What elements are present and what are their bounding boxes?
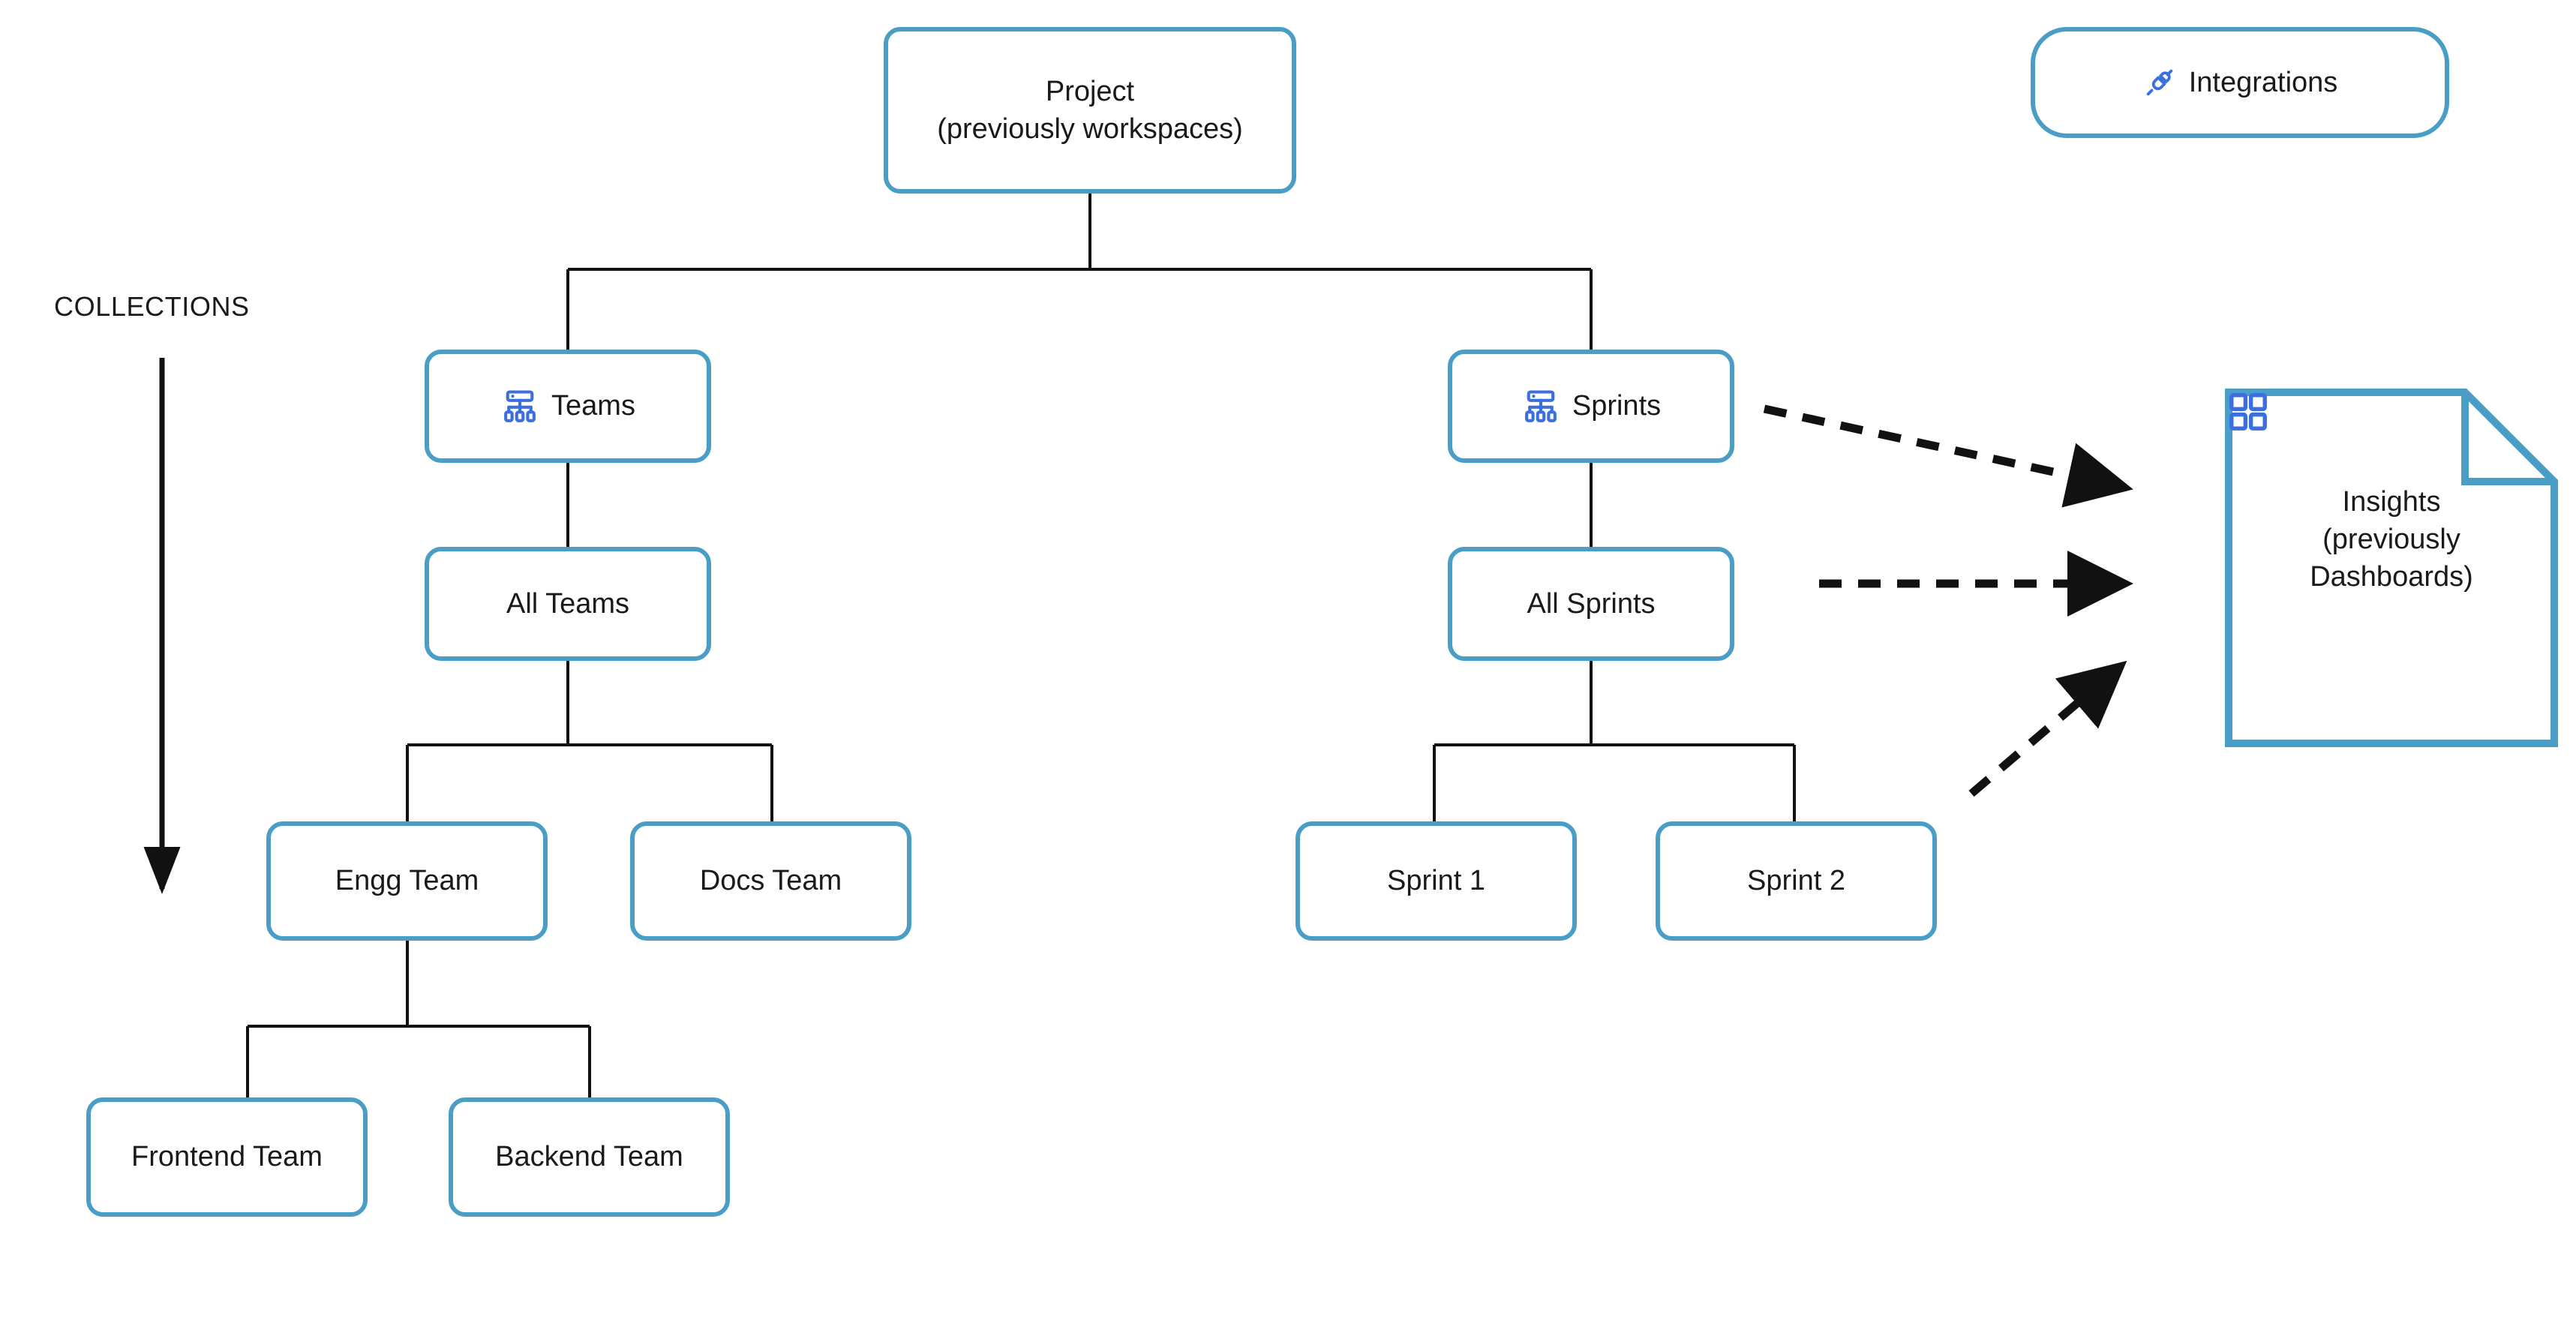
dashed-edges	[1763, 404, 2133, 797]
node-sprints[interactable]: Sprints	[1448, 350, 1734, 463]
node-engg-team[interactable]: Engg Team	[266, 821, 548, 941]
node-insights-label: Insights (previously Dashboards)	[2310, 486, 2473, 593]
node-all-teams-label: All Teams	[506, 587, 630, 620]
node-docs-team[interactable]: Docs Team	[630, 821, 911, 941]
node-sprint-2-label: Sprint 2	[1747, 865, 1845, 897]
node-project-label: Project (previously workspaces)	[937, 75, 1243, 145]
node-frontend-team[interactable]: Frontend Team	[86, 1097, 368, 1217]
node-engg-team-label: Engg Team	[335, 865, 479, 897]
hierarchy-icon	[1521, 387, 1560, 426]
node-insights[interactable]: Insights (previously Dashboards)	[2225, 389, 2558, 747]
document-shape	[2225, 389, 2558, 747]
node-integrations-label: Integrations	[2188, 66, 2338, 98]
hierarchy-icon	[500, 387, 539, 426]
node-teams[interactable]: Teams	[425, 350, 711, 463]
node-sprint-2[interactable]: Sprint 2	[1656, 821, 1937, 941]
plug-icon	[2142, 65, 2177, 100]
node-integrations[interactable]: Integrations	[2031, 27, 2449, 138]
node-docs-team-label: Docs Team	[699, 865, 842, 897]
node-sprints-label: Sprints	[1572, 390, 1662, 422]
node-sprint-1-label: Sprint 1	[1387, 865, 1485, 897]
node-frontend-team-label: Frontend Team	[131, 1141, 323, 1173]
node-backend-team[interactable]: Backend Team	[449, 1097, 730, 1217]
node-teams-label: Teams	[551, 390, 635, 422]
node-project[interactable]: Project (previously workspaces)	[884, 27, 1296, 194]
node-all-sprints-label: All Sprints	[1527, 587, 1656, 620]
node-backend-team-label: Backend Team	[495, 1141, 683, 1173]
collections-label: COLLECTIONS	[54, 291, 250, 322]
node-all-sprints[interactable]: All Sprints	[1448, 547, 1734, 661]
node-sprint-1[interactable]: Sprint 1	[1296, 821, 1577, 941]
node-all-teams[interactable]: All Teams	[425, 547, 711, 661]
